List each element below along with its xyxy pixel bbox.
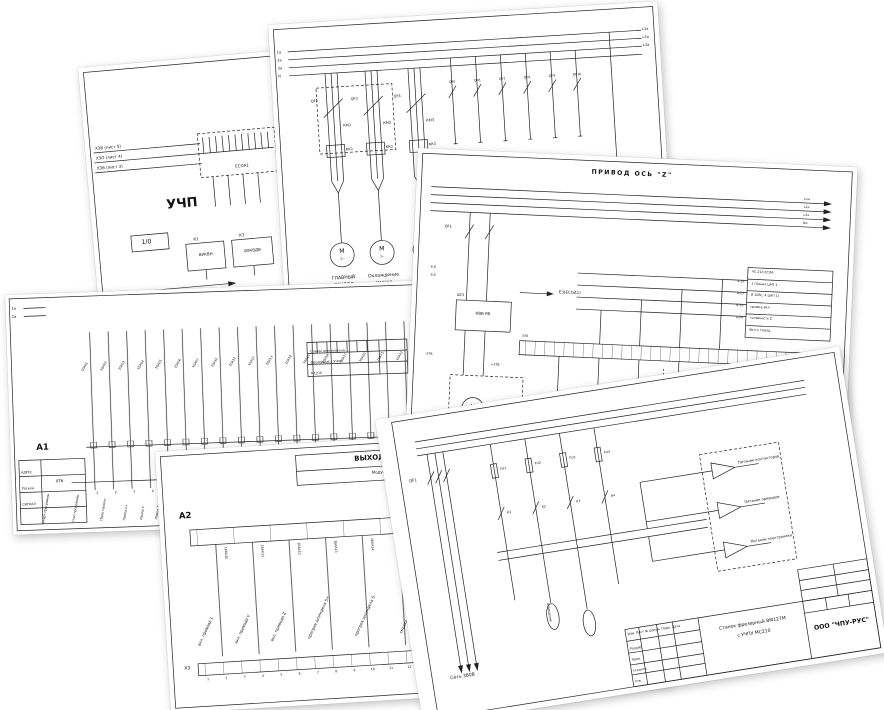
bus-label: N [278,74,281,79]
pin-ref-labels: а-19 в-23 б-39 а-24 [719,274,745,323]
table-header: АДРЕС [21,470,33,475]
contactor-ref: КМ3 [426,118,435,123]
pin-code: 1Б6А13 [333,540,339,553]
converter-ref: UZ3 [456,292,465,298]
motor-phase-label: 3~ [339,256,345,262]
table-header: СИГНАЛ [22,502,36,507]
bus-label: L3а [642,42,650,48]
connector-ref: Х38 [521,333,529,338]
pin-number: 1 [96,490,99,495]
pin-ref: в-23 [736,291,745,296]
cpu-label: УЧП [165,195,199,213]
bus-label: Nа [803,220,808,226]
pin-code: 1Б6А12 [296,542,302,555]
stamp-line: МС210 [310,370,323,376]
motors-line-art [272,6,671,320]
connector-ref-k1: К1 [193,236,199,242]
connector-ref-k3: К3 [238,232,245,238]
bus-label: L2а [803,204,810,210]
pin-ref: б-39 [736,303,744,308]
breaker-ref: QF2 [310,99,319,104]
device-ref: А2 [178,510,192,522]
tap-label: 1а [11,306,17,311]
pin-code: 1Б6А10 [223,546,229,560]
contactor-ref: КМ2 [383,120,392,126]
input-line-labels: ХЗВ (лист 5)ХЗО (лист 4)ХЗВ (лист 3) [95,142,124,174]
fuse-rating-notes: 6,8 6,8 [430,263,436,279]
voltage-label-neg: -37В [424,351,433,356]
stamp-role: Утв. [634,678,643,684]
motor-symbol-label: М [339,247,345,256]
converter-name: КВВ РВ [475,310,491,317]
overload-ref: КК1 [345,147,354,152]
pin-code: 1Б6А11 [260,544,265,558]
fuse-rating: 6,8 [430,264,436,269]
power-line-art [391,351,882,710]
breaker-ref: QF3 [350,96,358,102]
bus-label: L3а [803,212,810,218]
overload-ref: КК2 [385,144,394,150]
pin-ref: а-24 [735,315,744,320]
terminal-bus-label: ХТ6 [55,478,64,484]
pin-number: 2 [114,490,117,495]
fuse-rating: 6,8 [430,272,436,277]
contactor-ref: КМ1 [343,123,352,128]
tap-labels: 1а 2а [11,305,16,321]
motor-phase-label: 3~ [379,254,385,259]
breaker-ref: QF1 [444,224,452,229]
motor-symbol-label: М [379,245,385,253]
pin-code: 1Б6А14 [369,537,375,551]
connector-label: Х3 [184,666,191,672]
voltage-label-pos: +37В [490,362,500,367]
tap-label: 2а [11,314,17,319]
bus-label: L1а [804,196,810,202]
pin-ref: а-19 [737,279,745,284]
table-header: Разъем [21,486,35,491]
pin-number: 3 [133,489,136,494]
breaker-ref: QF4 [393,94,401,99]
device-ref: А1 [36,442,50,453]
io-label: 1/0 [141,238,152,247]
overload-ref: КК3 [428,141,437,147]
